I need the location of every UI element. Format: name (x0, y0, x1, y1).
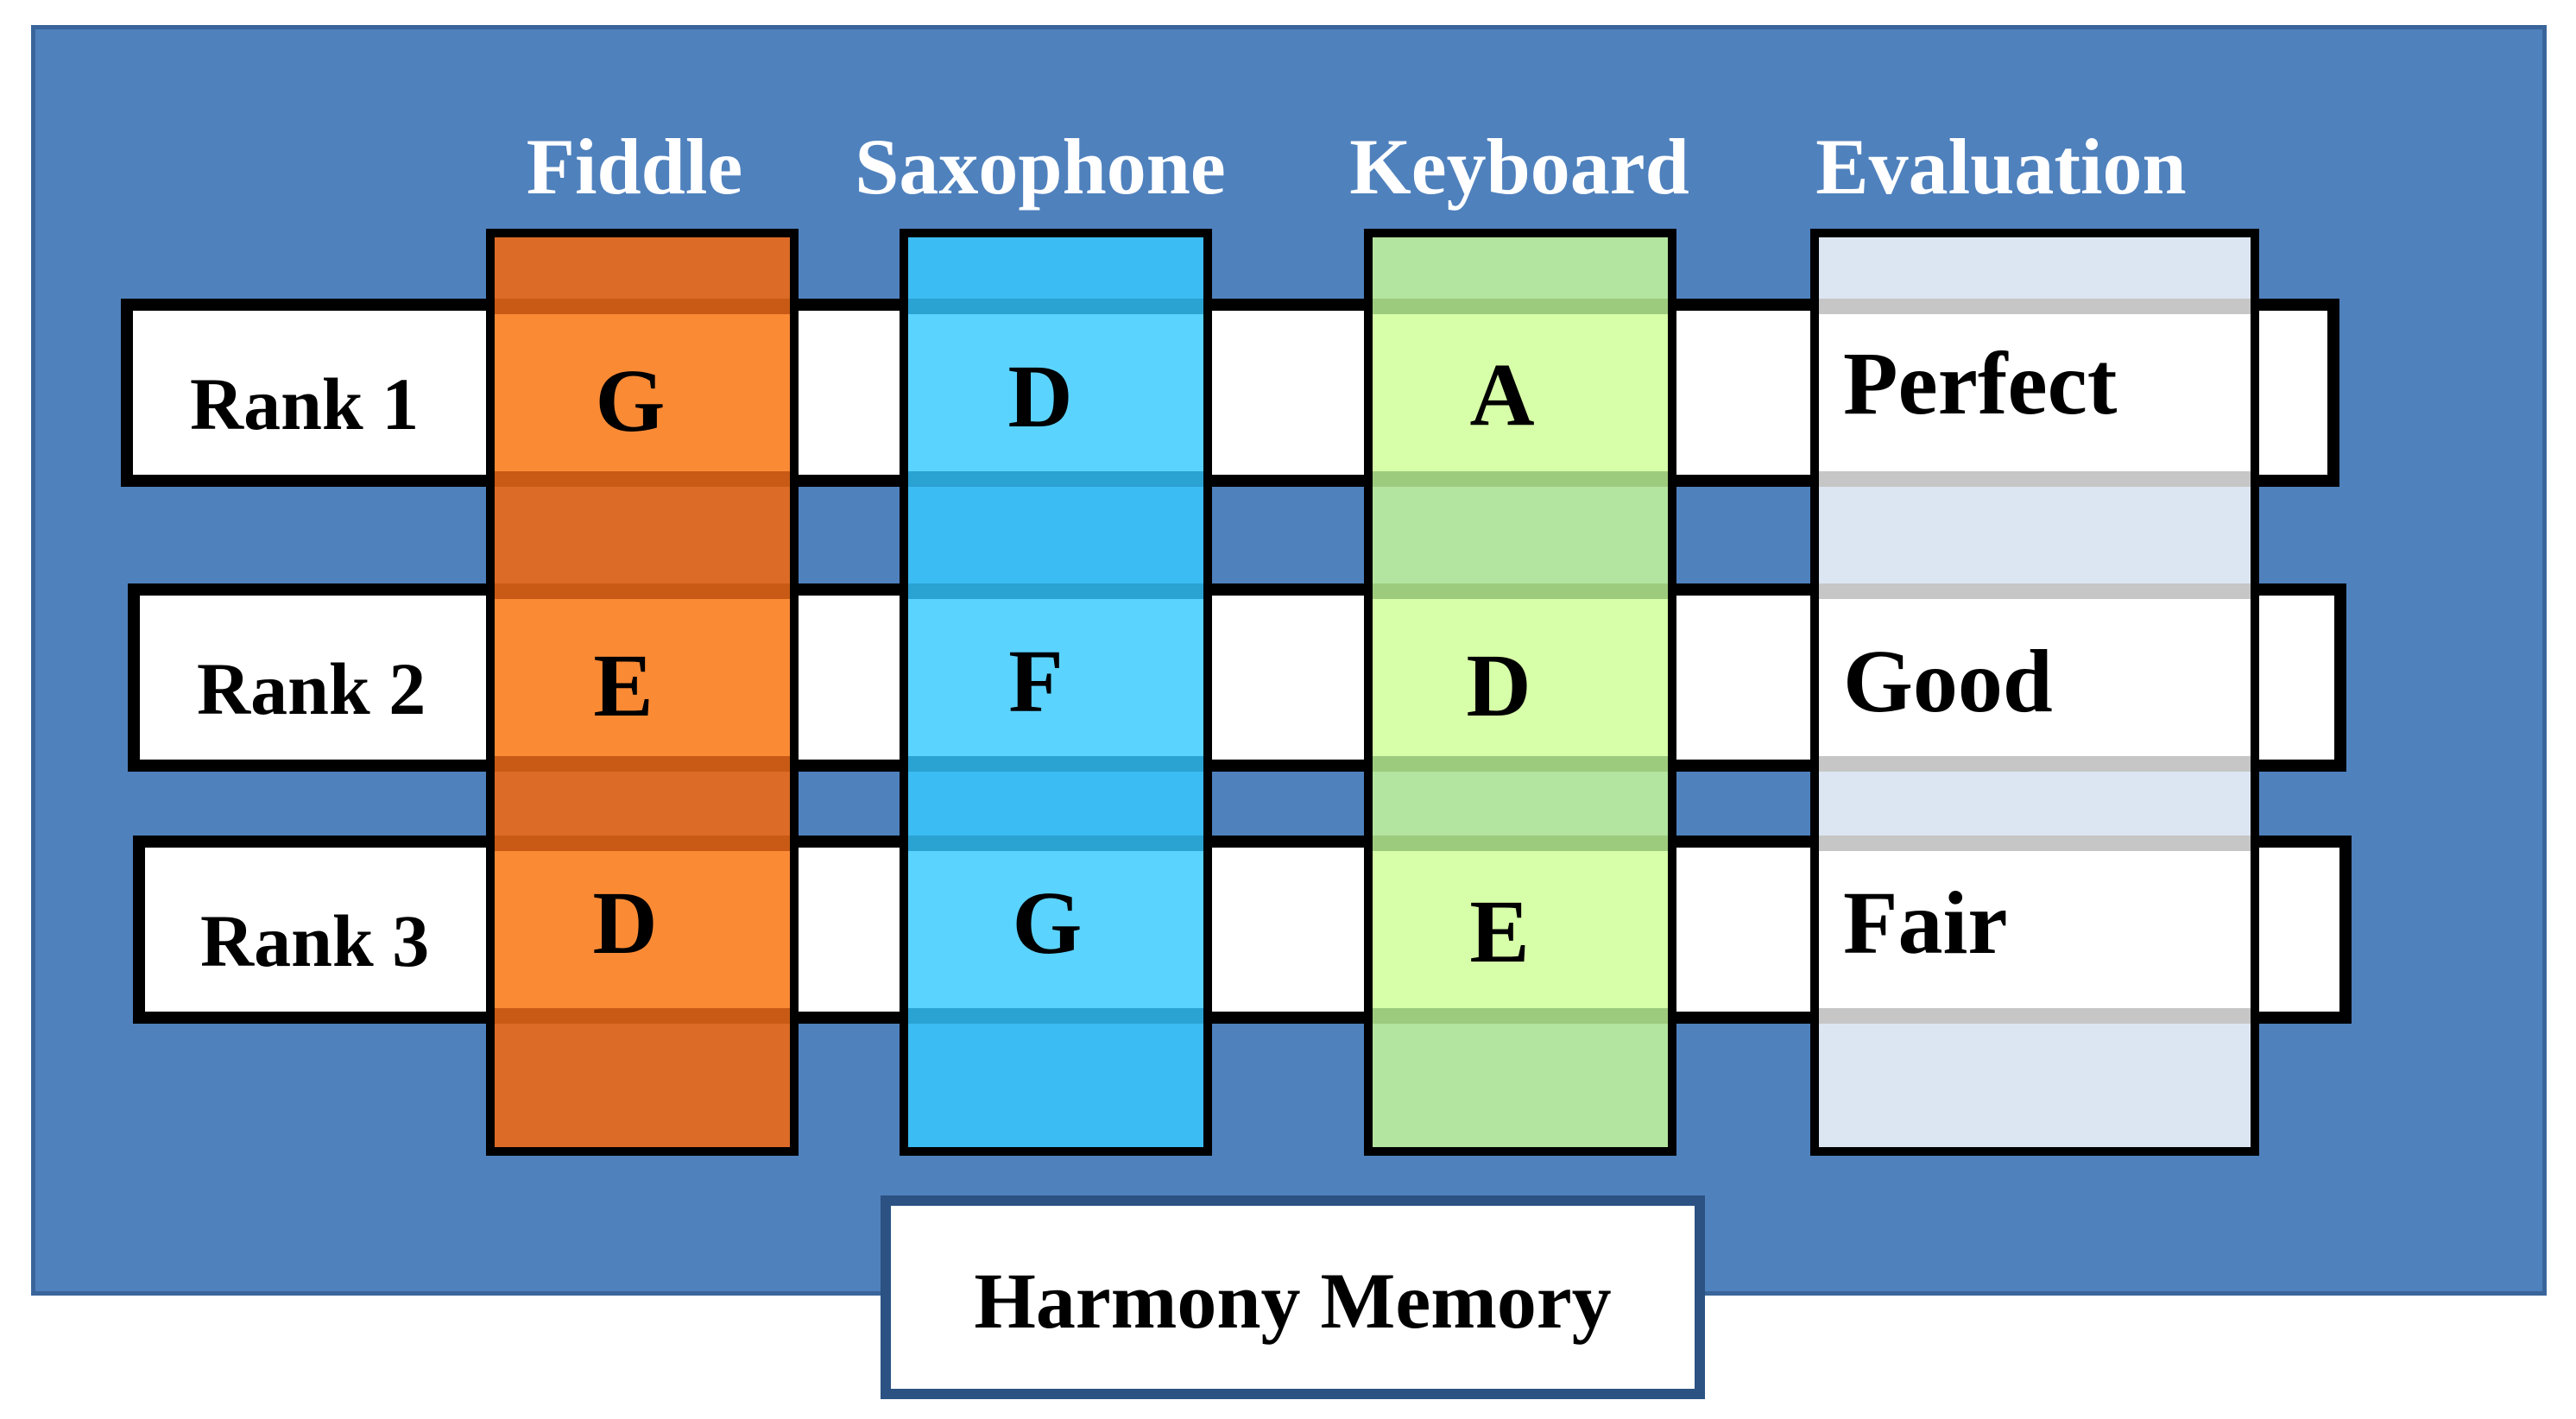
keyboard-row-edge-2-top (1373, 583, 1668, 599)
saxophone-row-edge-3-top (908, 836, 1203, 851)
saxophone-row-segment-1 (908, 299, 1203, 487)
fiddle-row-edge-3-top (495, 836, 790, 851)
evaluation-row-edge-1-bottom (1819, 471, 2251, 487)
column-header-saxophone: Saxophone (855, 123, 1226, 211)
column-header-keyboard: Keyboard (1349, 123, 1689, 211)
harmony-memory-caption: Harmony Memory (974, 1257, 1612, 1345)
fiddle-row-edge-2-top (495, 583, 790, 599)
keyboard-row-segment-1 (1373, 299, 1668, 487)
saxophone-note-rank-2: F (1008, 632, 1064, 731)
evaluation-rank-2: Good (1843, 632, 2053, 731)
column-saxophone (900, 229, 1212, 1156)
fiddle-row-edge-1-bottom (495, 471, 790, 487)
saxophone-row-edge-1-top (908, 299, 1203, 314)
keyboard-row-edge-3-top (1373, 836, 1668, 851)
saxophone-row-edge-3-bottom (908, 1008, 1203, 1024)
column-evaluation (1810, 229, 2259, 1156)
evaluation-row-segment-2 (1819, 583, 2251, 772)
keyboard-row-edge-2-bottom (1373, 756, 1668, 772)
evaluation-row-edge-3-top (1819, 836, 2251, 851)
saxophone-note-rank-3: G (1012, 873, 1083, 973)
column-fiddle (486, 229, 799, 1156)
evaluation-rank-1: Perfect (1843, 334, 2118, 433)
rank-label-2: Rank 2 (197, 647, 426, 730)
evaluation-row-edge-1-top (1819, 299, 2251, 314)
fiddle-row-segment-3 (495, 836, 790, 1024)
saxophone-row-edge-1-bottom (908, 471, 1203, 487)
fiddle-row-edge-1-top (495, 299, 790, 314)
keyboard-note-rank-1: A (1469, 345, 1535, 445)
column-header-evaluation: Evaluation (1815, 123, 2187, 211)
saxophone-row-edge-2-bottom (908, 756, 1203, 772)
fiddle-row-segment-2 (495, 583, 790, 772)
saxophone-row-segment-3 (908, 836, 1203, 1024)
saxophone-row-edge-2-top (908, 583, 1203, 599)
keyboard-row-edge-3-bottom (1373, 1008, 1668, 1024)
saxophone-row-segment-2 (908, 583, 1203, 772)
keyboard-note-rank-2: D (1466, 636, 1531, 735)
fiddle-note-rank-3: D (592, 873, 658, 973)
fiddle-note-rank-2: E (593, 636, 653, 735)
rank-label-1: Rank 1 (190, 363, 420, 445)
evaluation-row-edge-2-top (1819, 583, 2251, 599)
fiddle-row-edge-2-bottom (495, 756, 790, 772)
column-keyboard (1364, 229, 1676, 1156)
keyboard-row-edge-1-bottom (1373, 471, 1668, 487)
fiddle-row-edge-3-bottom (495, 1008, 790, 1024)
evaluation-row-edge-3-bottom (1819, 1008, 2251, 1024)
evaluation-row-edge-2-bottom (1819, 756, 2251, 772)
keyboard-row-edge-1-top (1373, 299, 1668, 314)
evaluation-row-segment-1 (1819, 299, 2251, 487)
keyboard-row-segment-3 (1373, 836, 1668, 1024)
fiddle-note-rank-1: G (595, 351, 666, 451)
keyboard-note-rank-3: E (1469, 882, 1530, 981)
fiddle-row-segment-1 (495, 299, 790, 487)
keyboard-row-segment-2 (1373, 583, 1668, 772)
evaluation-rank-3: Fair (1843, 873, 2008, 973)
harmony-memory-caption-box: Harmony Memory (881, 1195, 1705, 1399)
rank-label-3: Rank 3 (200, 899, 430, 982)
column-header-fiddle: Fiddle (526, 123, 743, 211)
saxophone-note-rank-1: D (1007, 347, 1073, 446)
evaluation-row-segment-3 (1819, 836, 2251, 1024)
